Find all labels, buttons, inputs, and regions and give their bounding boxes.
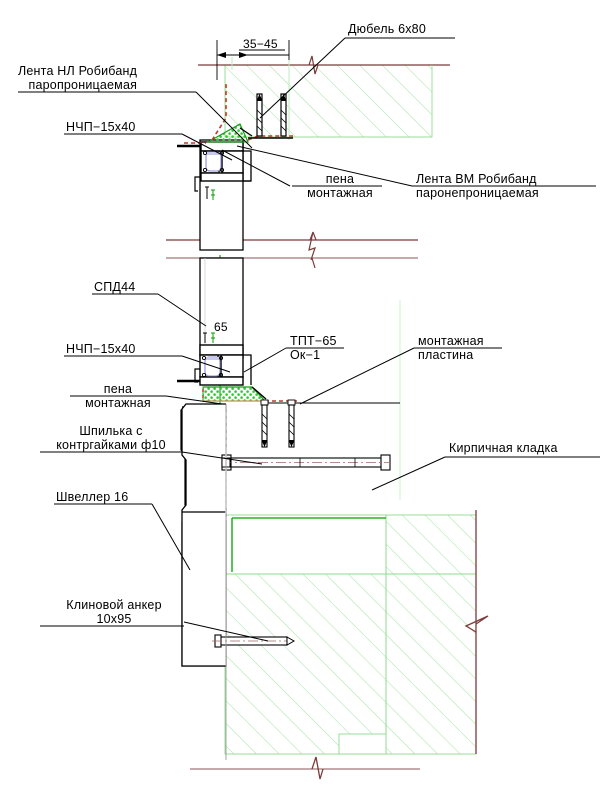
label-anker-line2: 10x95: [96, 612, 132, 626]
label-tpt65-line1: ТПТ−65: [290, 334, 337, 348]
nchp-top-leader: [181, 133, 233, 161]
wedge-anchor: [212, 634, 296, 648]
label-anker-line1: Клиновой анкер: [66, 598, 162, 612]
brick-masonry-bottom: [224, 514, 477, 755]
pena-top-leader: [221, 149, 291, 187]
label-mounting-plate-line1: монтажная: [418, 334, 484, 348]
break-line-lower: [190, 756, 420, 780]
window-profile-bottom: [177, 332, 252, 386]
label-nchp-top: НЧП−15x40: [66, 120, 136, 134]
label-lenta-nl-line1: Лента НЛ Робибанд: [18, 64, 138, 78]
label-dubel: Дюбель 6x80: [348, 22, 426, 36]
mounting-plate: [260, 399, 400, 406]
label-lenta-vm-line1: Лента ВМ Робибанд: [416, 172, 537, 186]
lenta-vm-leader: [236, 145, 413, 187]
break-line-upper: [198, 55, 450, 75]
dubel-leader: [259, 37, 346, 119]
label-lenta-vm: Лента ВМ Робибанд паронепроницаемая: [416, 172, 539, 200]
label-lenta-nl-line2: паропроницаемая: [28, 78, 138, 92]
dimension-35-45: [216, 40, 290, 80]
label-mounting-plate: монтажная пластина: [418, 334, 484, 362]
mounting-foam-top: [205, 123, 249, 143]
label-tpt65-line2: Ок−1: [290, 348, 321, 362]
spd44-leader: [157, 293, 207, 327]
anker-leader: [183, 621, 269, 642]
label-shpilka-line1: Шпилька с: [79, 424, 143, 438]
label-mounting-plate-line2: пластина: [418, 348, 474, 362]
dowel-top-2: [280, 93, 287, 137]
label-kirpichnaya-kladka: Кирпичная кладка: [449, 441, 558, 455]
window-profile-top: [177, 139, 252, 251]
leader-lines: [151, 37, 446, 642]
label-pena-top: пена монтажная: [296, 172, 384, 200]
mounting-foam-bottom: [202, 386, 267, 402]
label-underlines: [18, 37, 600, 627]
dowel-bottom-1: [261, 404, 268, 448]
window-frame-vertical: [199, 257, 244, 359]
dowel-bottom-2: [288, 404, 295, 448]
label-lenta-vm-line2: паронепроницаемая: [416, 186, 539, 200]
kirpich-leader: [371, 456, 446, 491]
mont-plastina-leader: [299, 347, 415, 405]
label-pena-top-line2: монтажная: [307, 186, 373, 200]
label-lenta-nl: Лента НЛ Робибанд паропроницаемая: [18, 64, 137, 92]
shveller-leader: [151, 503, 191, 571]
nchp-bot-leader: [181, 355, 231, 373]
brick-masonry-top: [224, 64, 433, 138]
label-shpilka: Шпилька с контргайками ф10: [40, 424, 182, 452]
tpt65-leader: [243, 347, 287, 373]
label-shveller-16: Швеллер 16: [56, 490, 129, 504]
threaded-rod: [221, 454, 391, 471]
label-pena-top-line1: пена: [325, 172, 355, 186]
dowel-top-1: [256, 93, 263, 137]
label-pena-bottom-line1: пена: [103, 382, 133, 396]
break-line-right: [464, 510, 489, 754]
label-pena-bottom-line2: монтажная: [85, 396, 151, 410]
label-dimension-35-45: 35−45: [243, 37, 278, 51]
label-klinovoi-anker: Клиновой анкер 10x95: [44, 598, 184, 626]
label-dimension-65: 65: [214, 320, 228, 334]
lenta-nl-leader: [195, 91, 253, 149]
pena-bot-leader: [165, 395, 223, 405]
label-shpilka-line2: контргайками ф10: [56, 438, 166, 452]
label-pena-bottom: пена монтажная: [72, 382, 164, 410]
label-tpt65: ТПТ−65 Ок−1: [290, 334, 337, 362]
label-nchp-bottom: НЧП−15x40: [66, 342, 136, 356]
shpilka-leader: [181, 451, 263, 465]
label-spd44: СПД44: [94, 280, 136, 294]
